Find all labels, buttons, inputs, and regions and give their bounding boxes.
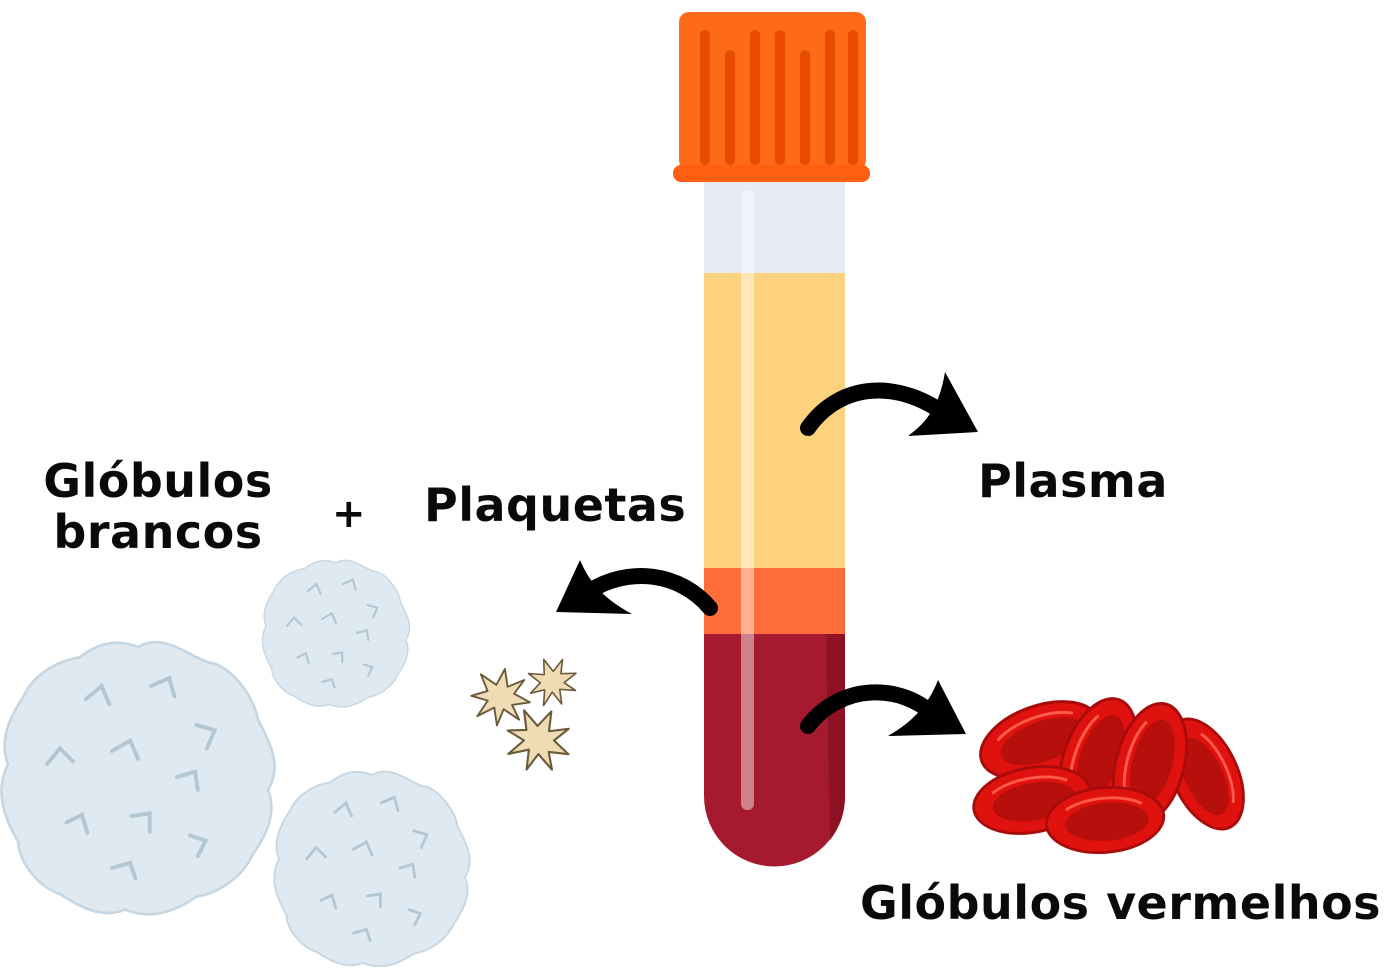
blood-layer xyxy=(704,634,845,867)
plus-sign: + xyxy=(332,491,367,537)
white-blood-cells xyxy=(0,559,472,968)
white-blood-cell-medium xyxy=(272,770,472,968)
tube-cap xyxy=(673,12,870,182)
label-white-blood-cells-line2: brancos xyxy=(53,504,263,559)
label-red-blood-cells: Glóbulos vermelhos xyxy=(860,876,1382,930)
platelet xyxy=(520,649,586,714)
arrow-to-red-cells xyxy=(800,680,966,736)
test-tube xyxy=(673,12,870,867)
label-platelets: Plaquetas xyxy=(424,478,687,532)
white-blood-cell-large xyxy=(0,640,277,917)
platelets-cluster xyxy=(466,649,586,784)
buffy-coat-layer xyxy=(704,568,845,636)
label-white-blood-cells: Glóbulos brancos xyxy=(28,456,288,557)
label-white-blood-cells-line1: Glóbulos xyxy=(43,454,273,508)
red-blood-cells xyxy=(966,685,1261,859)
plasma-layer xyxy=(704,273,845,570)
label-plasma: Plasma xyxy=(978,454,1168,508)
arrow-to-platelets xyxy=(556,560,718,616)
white-blood-cell-small xyxy=(261,559,411,708)
tube-empty-region xyxy=(704,182,845,274)
arrow-to-plasma xyxy=(800,372,978,436)
